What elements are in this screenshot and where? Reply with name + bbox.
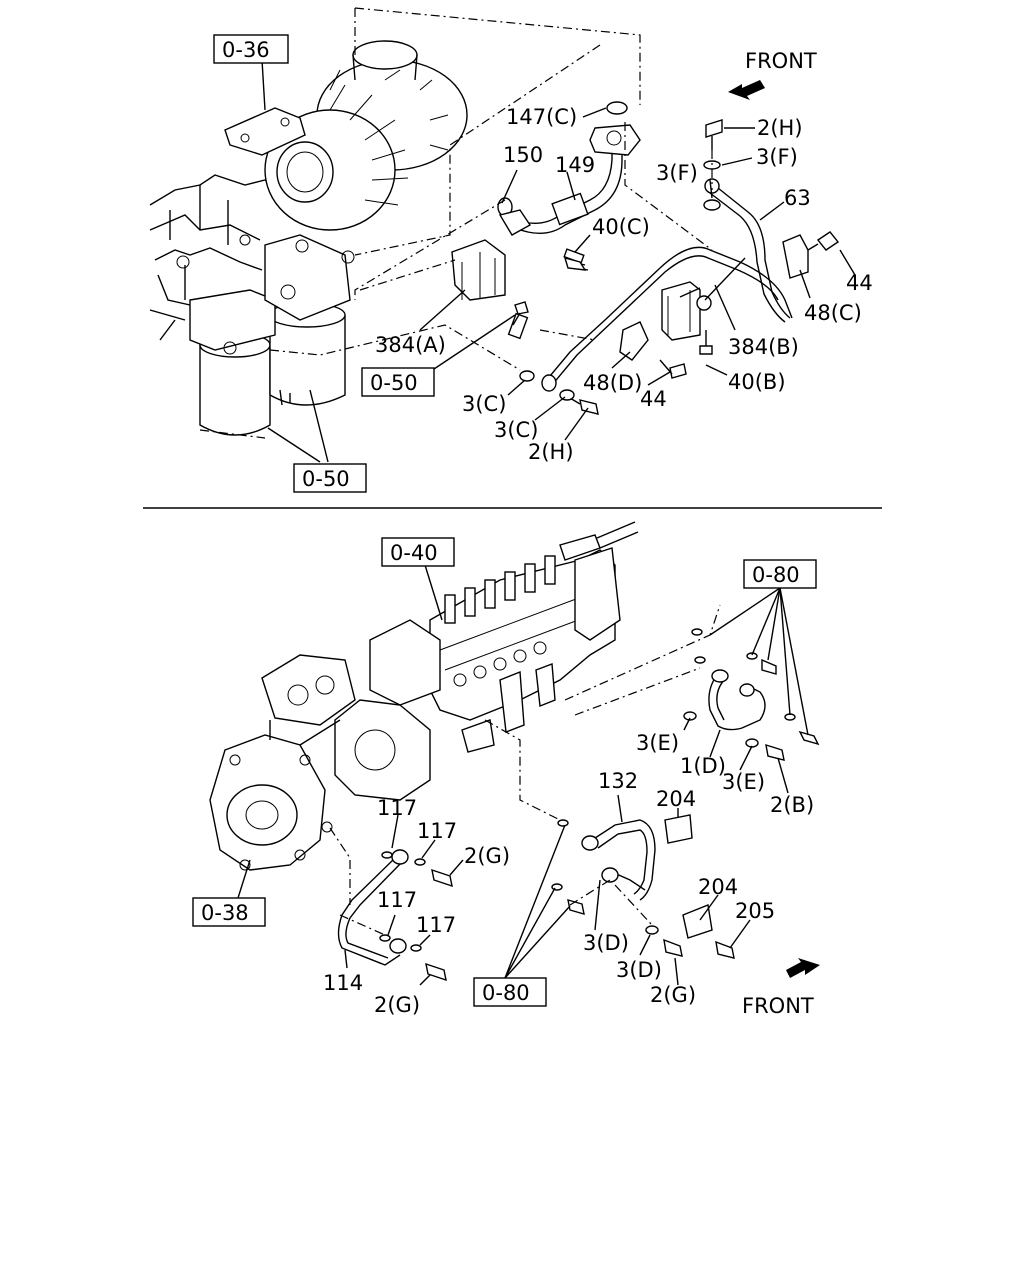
part-label-117-a: 117: [377, 796, 417, 820]
part-label-3e-a: 3(E): [636, 731, 679, 755]
ref-0-50-a: 0-50: [370, 371, 418, 395]
part-label-147c: 147(C): [506, 105, 577, 129]
front-arrow-bottom: FRONT: [742, 958, 820, 1018]
part-label-3c-a: 3(C): [462, 392, 506, 416]
ref-box-0-38: 0-38: [192, 897, 266, 927]
part-label-114: 114: [323, 971, 363, 995]
front-label-bottom: FRONT: [742, 994, 814, 1018]
ref-box-0-40: 0-40: [381, 537, 455, 567]
part-label-2h-bot: 2(H): [528, 440, 574, 464]
part-label-132: 132: [598, 769, 638, 793]
ref-0-80-a: 0-80: [752, 563, 800, 587]
ref-0-50-b: 0-50: [302, 467, 350, 491]
part-label-1d: 1(D): [680, 754, 726, 778]
ref-box-0-36: 0-36: [213, 34, 289, 64]
part-label-2g-b: 2(G): [374, 993, 420, 1017]
oil-filter-drawing: [189, 234, 355, 436]
ref-0-38: 0-38: [201, 901, 249, 925]
compressor-drawing: [209, 654, 431, 871]
part-label-63: 63: [784, 186, 811, 210]
part-label-149: 149: [555, 153, 595, 177]
top-leader-lines: [267, 107, 856, 463]
bracket-384b-drawing: [619, 234, 809, 361]
part-label-2g-c: 2(G): [650, 983, 696, 1007]
part-label-3c-b: 3(C): [494, 418, 538, 442]
bracket-384a-drawing: [451, 239, 589, 340]
part-label-2g-a: 2(G): [464, 844, 510, 868]
part-label-204-a: 204: [656, 787, 696, 811]
ref-box-0-80-b: 0-80: [473, 977, 547, 1007]
part-label-117-c: 117: [377, 888, 417, 912]
part-label-2h-top: 2(H): [757, 116, 803, 140]
part-label-3e-b: 3(E): [722, 770, 765, 794]
ref-box-0-50-a: 0-50: [361, 367, 435, 397]
part-label-150: 150: [503, 143, 543, 167]
ref-box-0-80-a: 0-80: [743, 559, 817, 589]
oil-pipe-63-drawing: [541, 178, 793, 392]
pipe-1d-drawing: [683, 628, 820, 761]
top-reference-lines: [199, 7, 713, 439]
bottom-leader-lines: [237, 564, 809, 986]
part-label-44-b: 44: [640, 387, 667, 411]
pipe-132-drawing: [551, 814, 735, 959]
part-label-3f-a: 3(F): [756, 145, 798, 169]
part-label-2b: 2(B): [770, 793, 814, 817]
ref-0-40: 0-40: [390, 541, 438, 565]
pipe-114-drawing: [337, 849, 453, 982]
part-label-44-a: 44: [846, 271, 873, 295]
top-section: FRONT 0-36 0-50 0-50 147(C) 150 149 2(H)…: [149, 7, 873, 493]
part-label-205: 205: [735, 899, 775, 923]
injection-pump-drawing: [369, 521, 639, 753]
ref-box-0-50-b: 0-50: [293, 463, 367, 493]
ref-0-36: 0-36: [222, 38, 270, 62]
part-label-204-b: 204: [698, 875, 738, 899]
part-label-384b: 384(B): [728, 335, 799, 359]
part-label-3d-a: 3(D): [583, 931, 629, 955]
engine-block-drawing: [149, 174, 291, 341]
part-label-3d-b: 3(D): [616, 958, 662, 982]
part-label-384a: 384(A): [375, 333, 446, 357]
front-arrow-top: FRONT: [728, 49, 817, 100]
bottom-section: FRONT 0-40 0-80 0-80 0-38 3(E) 1(D) 3(E)…: [192, 521, 820, 1018]
part-label-117-b: 117: [417, 819, 457, 843]
part-label-117-d: 117: [416, 913, 456, 937]
turbocharger-drawing: [224, 40, 468, 231]
front-label-top: FRONT: [745, 49, 817, 73]
part-label-40c: 40(C): [592, 215, 650, 239]
bottom-reference-lines: [329, 604, 721, 936]
part-label-48d: 48(D): [583, 371, 642, 395]
part-label-48c: 48(C): [804, 301, 862, 325]
part-label-40b: 40(B): [728, 370, 786, 394]
oil-pipe-149-drawing: [497, 101, 641, 236]
ref-0-80-b: 0-80: [482, 981, 530, 1005]
part-label-3f-b: 3(F): [656, 161, 698, 185]
